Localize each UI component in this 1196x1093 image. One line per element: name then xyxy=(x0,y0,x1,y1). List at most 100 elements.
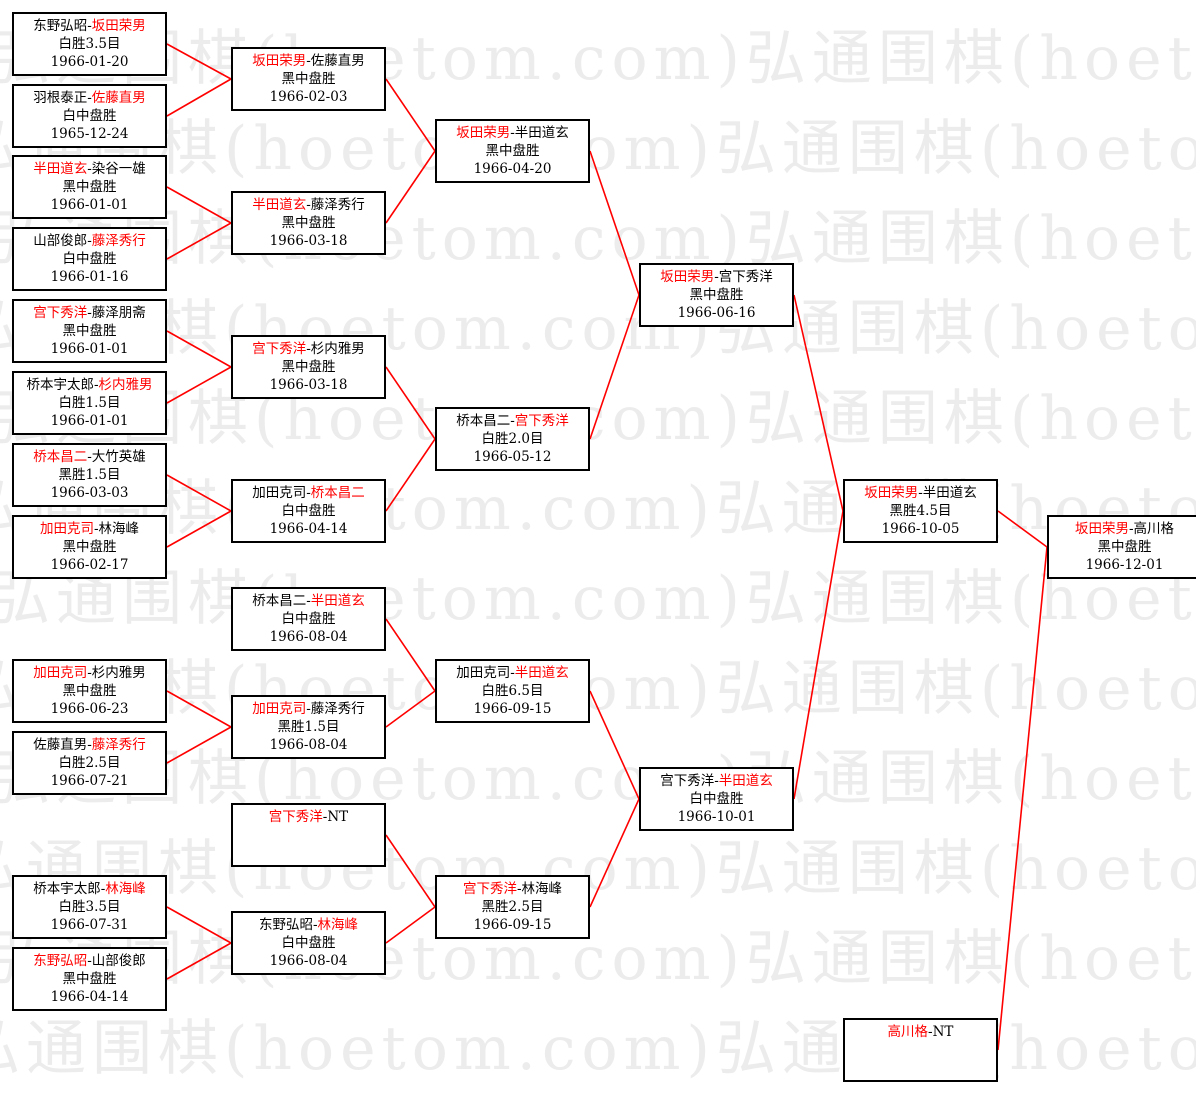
player-two: 林海峰 xyxy=(521,881,563,897)
match-players: 宫下秀洋-藤泽朋斋 xyxy=(14,304,165,322)
match-date: 1966-08-04 xyxy=(269,953,348,969)
player-one: 加田克司 xyxy=(33,665,88,681)
match-date: 1966-10-01 xyxy=(677,809,756,825)
vs-dash: - xyxy=(87,90,92,106)
connector-r2m5-r3m3 xyxy=(385,618,436,692)
player-two: 山部俊郎 xyxy=(91,953,146,969)
player-one: 加田克司 xyxy=(252,701,307,717)
connector-r1m3-r2m2 xyxy=(166,186,232,224)
vs-dash: - xyxy=(87,665,92,681)
match-box-r2m7: 宫下秀洋-NT xyxy=(231,803,386,867)
player-one: 宫下秀洋 xyxy=(660,773,715,789)
match-result: 黑中盘胜 xyxy=(485,143,540,159)
player-one: 加田克司 xyxy=(456,665,511,681)
match-result: 黑中盘胜 xyxy=(62,683,117,699)
player-one: 山部俊郎 xyxy=(33,233,88,249)
player-two: 半田道玄 xyxy=(514,665,569,681)
player-one: 佐藤直男 xyxy=(33,737,88,753)
vs-dash: - xyxy=(306,485,311,501)
vs-dash: - xyxy=(93,521,99,537)
match-date: 1966-04-20 xyxy=(473,161,552,177)
match-date: 1966-02-17 xyxy=(50,557,129,573)
match-result: 白中盘胜 xyxy=(62,251,117,267)
vs-dash: - xyxy=(312,917,318,933)
match-date: 1966-03-03 xyxy=(50,485,129,501)
connector-r1m9-r2m6 xyxy=(166,690,232,728)
vs-dash: - xyxy=(510,125,515,141)
player-two: 佐藤直男 xyxy=(310,53,365,69)
player-two: 林海峰 xyxy=(98,521,140,537)
match-date: 1966-01-16 xyxy=(50,269,129,285)
match-result: 白胜6.5目 xyxy=(481,683,544,699)
player-two: 藤泽朋斋 xyxy=(91,305,146,321)
match-result: 黑中盘胜 xyxy=(62,539,117,555)
vs-dash: - xyxy=(714,269,719,285)
player-one: 东野弘昭 xyxy=(258,917,313,933)
match-date: 1966-12-01 xyxy=(1085,557,1164,573)
match-date: 1966-03-18 xyxy=(269,233,348,249)
match-players: 东野弘昭-坂田荣男 xyxy=(14,17,165,35)
match-date: 1966-06-16 xyxy=(677,305,756,321)
player-two: 藤泽秀行 xyxy=(310,701,365,717)
vs-dash: - xyxy=(322,809,328,825)
match-date: 1966-08-04 xyxy=(269,737,348,753)
match-date: 1966-06-23 xyxy=(50,701,129,717)
connector-r5m2-final xyxy=(997,546,1048,1051)
connector-r4m2-r5m1 xyxy=(793,510,844,800)
match-result: 白中盘胜 xyxy=(281,503,336,519)
connector-r1m7-r2m4 xyxy=(166,474,232,512)
match-result: 黑中盘胜 xyxy=(62,323,117,339)
match-players: 加田克司-藤泽秀行 xyxy=(233,700,384,718)
connector-r2m8-r3m4 xyxy=(385,906,436,944)
match-players: 东野弘昭-林海峰 xyxy=(233,916,384,934)
player-two: NT xyxy=(932,1024,954,1040)
vs-dash: - xyxy=(87,18,92,34)
match-players: 加田克司-半田道玄 xyxy=(437,664,588,682)
connector-r2m1-r3m1 xyxy=(385,78,436,152)
match-players: 坂田荣男-半田道玄 xyxy=(845,484,996,502)
match-players: 高川格-NT xyxy=(845,1023,996,1041)
match-players: 坂田荣男-宫下秀洋 xyxy=(641,268,792,286)
player-one: 坂田荣男 xyxy=(864,485,919,501)
match-players: 半田道玄-藤泽秀行 xyxy=(233,196,384,214)
match-result: 黑胜2.5目 xyxy=(481,899,544,915)
player-two: 杉内雅男 xyxy=(91,665,146,681)
match-date: 1966-04-14 xyxy=(50,989,129,1005)
connector-r2m7-r3m4 xyxy=(385,834,436,908)
vs-dash: - xyxy=(510,413,515,429)
vs-dash: - xyxy=(928,1024,933,1040)
match-players: 东野弘昭-山部俊郎 xyxy=(14,952,165,970)
match-result: 白胜2.0目 xyxy=(481,431,544,447)
vs-dash: - xyxy=(1128,521,1134,537)
connector-r4m1-r5m1 xyxy=(793,294,844,512)
vs-dash: - xyxy=(87,737,92,753)
vs-dash: - xyxy=(87,449,92,465)
match-result: 黑中盘胜 xyxy=(689,287,744,303)
player-one: 桥本宇太郎 xyxy=(33,881,101,897)
match-players: 半田道玄-染谷一雄 xyxy=(14,160,165,178)
vs-dash: - xyxy=(100,881,106,897)
match-players: 桥本昌二-大竹英雄 xyxy=(14,448,165,466)
match-box-r4m1: 坂田荣男-宫下秀洋黑中盘胜 1966-06-16 xyxy=(639,263,794,327)
match-players: 桥本宇太郎-杉内雅男 xyxy=(14,376,165,394)
player-two: 藤泽秀行 xyxy=(91,737,146,753)
match-date: 1966-02-03 xyxy=(269,89,348,105)
match-result: 白中盘胜 xyxy=(689,791,744,807)
match-result: 黑中盘胜 xyxy=(281,215,336,231)
vs-dash: - xyxy=(306,701,311,717)
connector-r2m2-r3m1 xyxy=(385,150,436,224)
player-two: NT xyxy=(327,809,349,825)
match-players: 桥本昌二-半田道玄 xyxy=(233,592,384,610)
connector-r1m4-r2m2 xyxy=(166,222,232,260)
match-players: 宫下秀洋-林海峰 xyxy=(437,880,588,898)
